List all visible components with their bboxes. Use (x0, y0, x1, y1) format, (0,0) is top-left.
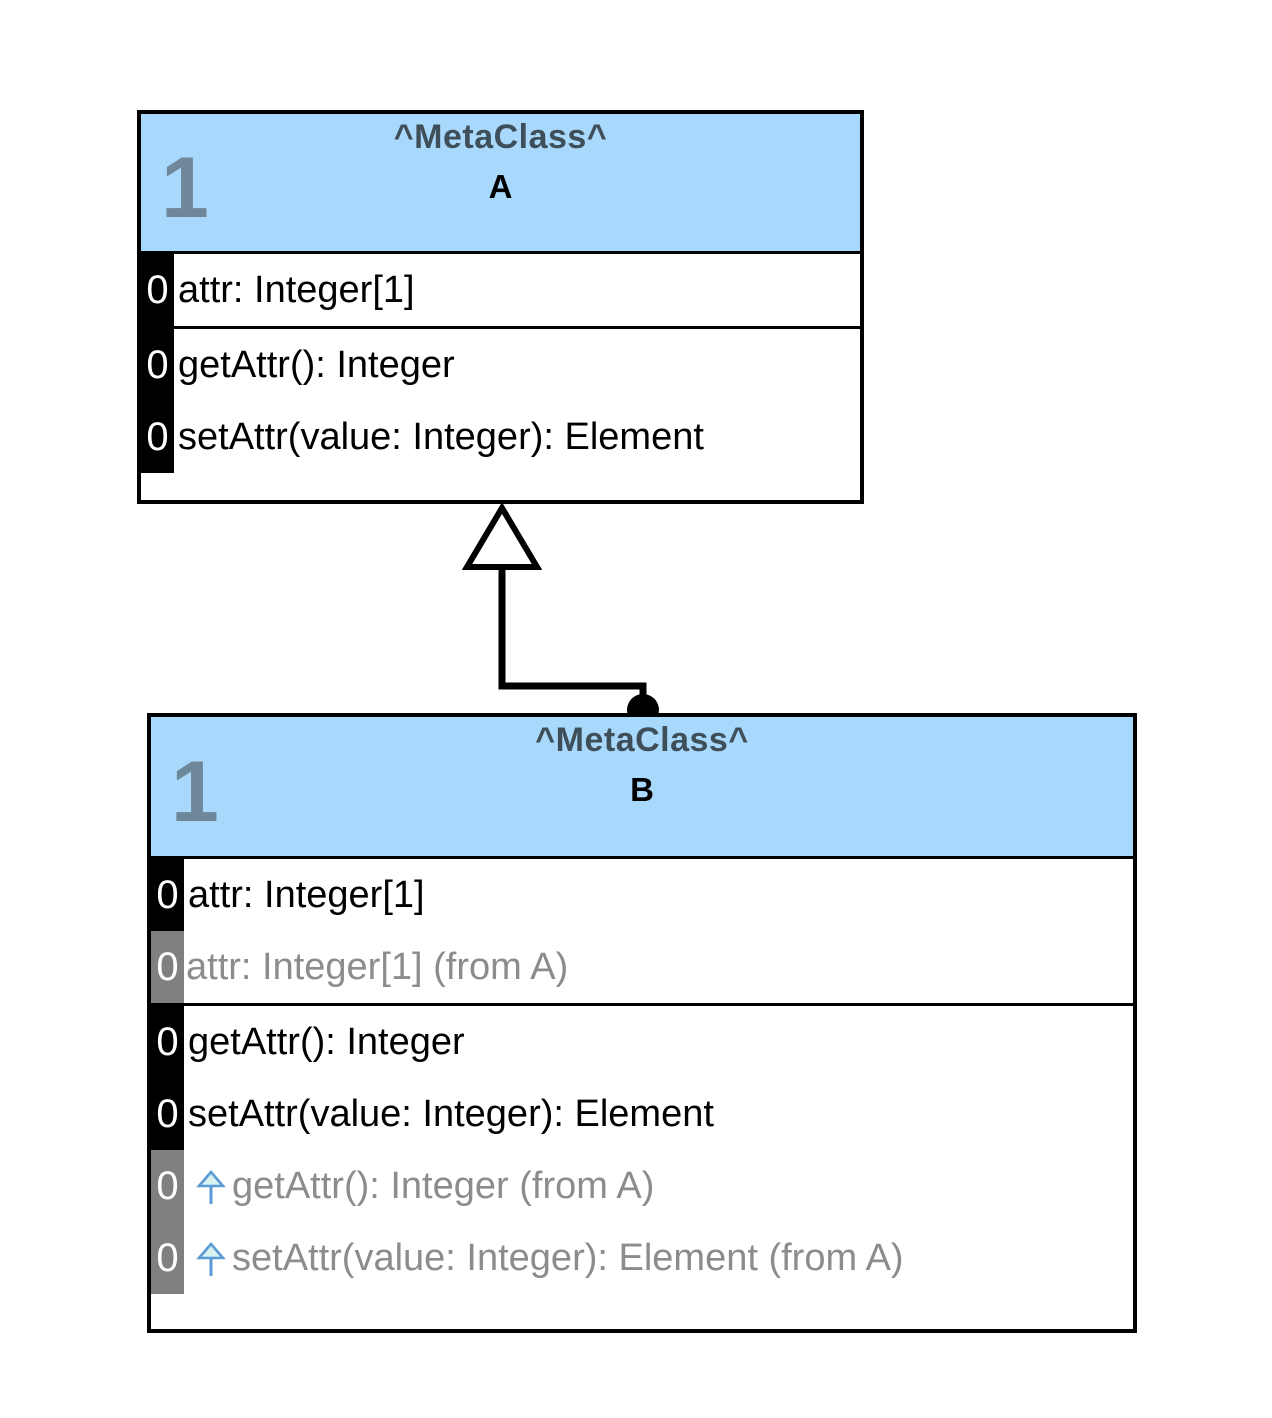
class-B-stereotype: ^MetaClass^ (535, 721, 749, 759)
operation-label: getAttr(): Integer (188, 1021, 465, 1063)
inherited-attribute-row[interactable]: 0 attr: Integer[1] (from A) (151, 931, 1133, 1003)
inherited-operation-row[interactable]: 0 getAttr(): Integer (from A) (151, 1150, 1133, 1222)
operation-label: getAttr(): Integer (178, 344, 455, 386)
class-A-attributes-compartment: 0 attr: Integer[1] (141, 254, 860, 326)
visibility-marker-icon: 0 (151, 1006, 184, 1078)
attribute-label: attr: Integer[1] (188, 874, 425, 916)
operation-row[interactable]: 0 setAttr(value: Integer): Element (151, 1078, 1133, 1150)
class-A-watermark-digit: 1 (161, 139, 209, 236)
inherited-operation-row[interactable]: 0 setAttr(value: Integer): Element (from… (151, 1222, 1133, 1294)
operation-row[interactable]: 0 getAttr(): Integer (141, 329, 860, 401)
class-B-name: B (630, 770, 654, 808)
visibility-marker-icon: 0 (141, 254, 174, 326)
visibility-marker-icon: 0 (151, 1222, 184, 1294)
connector-path (498, 567, 647, 707)
uml-class-B[interactable]: 1 ^MetaClass^ B 0 attr: Integer[1] 0 att… (147, 713, 1137, 1333)
visibility-marker-icon: 0 (151, 1150, 184, 1222)
class-A-stereotype: ^MetaClass^ (393, 118, 608, 156)
inherited-operation-label: getAttr(): Integer (from A) (232, 1165, 655, 1207)
operation-row[interactable]: 0 setAttr(value: Integer): Element (141, 401, 860, 473)
visibility-marker-icon: 0 (151, 931, 184, 1003)
generalization-arrow-icon (194, 1238, 228, 1278)
attribute-label: attr: Integer[1] (178, 269, 415, 311)
inherited-operation-label: setAttr(value: Integer): Element (from A… (232, 1237, 904, 1279)
visibility-marker-icon: 0 (141, 401, 174, 473)
inherited-attribute-label: attr: Integer[1] (from A) (186, 946, 569, 988)
operation-label: setAttr(value: Integer): Element (188, 1093, 714, 1135)
uml-class-A[interactable]: 1 ^MetaClass^ A 0 attr: Integer[1] 0 get… (137, 110, 864, 504)
class-B-header: 1 ^MetaClass^ B (151, 717, 1133, 859)
visibility-marker-icon: 0 (151, 859, 184, 931)
class-A-header: 1 ^MetaClass^ A (141, 114, 860, 254)
class-B-operations-compartment: 0 getAttr(): Integer 0 setAttr(value: In… (151, 1003, 1133, 1294)
operation-row[interactable]: 0 getAttr(): Integer (151, 1006, 1133, 1078)
visibility-marker-icon: 0 (141, 329, 174, 401)
attribute-row[interactable]: 0 attr: Integer[1] (141, 254, 860, 326)
class-B-attributes-compartment: 0 attr: Integer[1] 0 attr: Integer[1] (f… (151, 859, 1133, 1003)
attribute-row[interactable]: 0 attr: Integer[1] (151, 859, 1133, 931)
class-A-name: A (488, 167, 513, 205)
generalization-arrow-icon (194, 1166, 228, 1206)
visibility-marker-icon: 0 (151, 1078, 184, 1150)
class-B-watermark-digit: 1 (171, 743, 219, 840)
generalization-hollow-triangle-icon (461, 502, 543, 570)
operation-label: setAttr(value: Integer): Element (178, 416, 704, 458)
class-A-operations-compartment: 0 getAttr(): Integer 0 setAttr(value: In… (141, 326, 860, 473)
